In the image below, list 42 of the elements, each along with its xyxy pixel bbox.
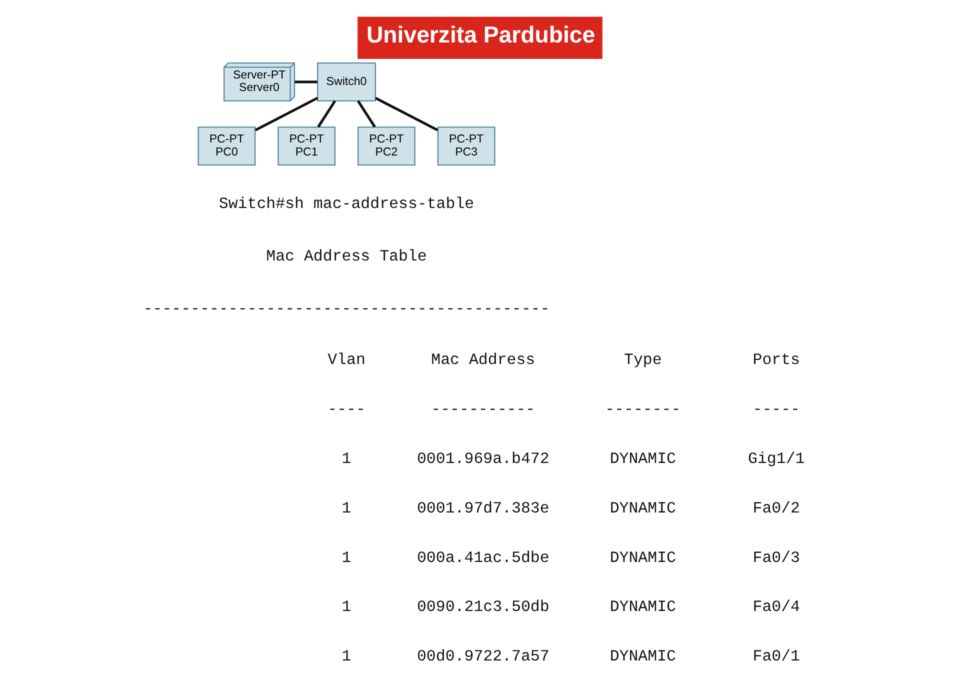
node-box: Switch0: [317, 62, 376, 102]
connector: [254, 96, 318, 132]
label: --------: [605, 400, 681, 419]
label: Type: [624, 351, 662, 370]
label: 00d0.9722.7a57: [416, 648, 550, 666]
connector: [317, 100, 336, 128]
label: Fa0/3: [752, 548, 800, 567]
label: Mac Address Table: [266, 248, 427, 266]
connector: [374, 96, 438, 132]
label: -----------: [431, 400, 536, 419]
label: 1: [342, 548, 352, 567]
connector: [356, 100, 376, 128]
node-box: PC-PT PC1: [278, 126, 336, 166]
node-box: PC-PT PC3: [437, 126, 496, 166]
label: 1: [342, 499, 352, 518]
label: Ports: [752, 351, 800, 370]
label: DYNAMIC: [610, 648, 676, 666]
label: 1: [342, 598, 352, 616]
node-box: PC-PT PC0: [198, 126, 256, 166]
diagram-title: Univerzita Pardubice: [366, 22, 596, 48]
label: 0090.21c3.50db: [416, 598, 550, 616]
label: 1: [342, 450, 352, 468]
label: -------------------------------------------: [143, 300, 550, 318]
label: DYNAMIC: [610, 598, 676, 616]
label: Fa0/4: [752, 598, 800, 616]
label: 000a.41ac.5dbe: [416, 548, 550, 567]
label: -----: [752, 400, 800, 419]
label: ----: [328, 400, 366, 419]
node-box: PC-PT PC2: [358, 126, 416, 166]
label: DYNAMIC: [610, 548, 676, 567]
label: Mac Address: [431, 351, 536, 370]
label: DYNAMIC: [610, 499, 676, 518]
label: Gig1/1: [748, 450, 805, 468]
label: DYNAMIC: [610, 450, 676, 468]
connector: [294, 80, 318, 84]
label: Fa0/1: [752, 648, 800, 666]
label: Fa0/2: [752, 499, 800, 518]
label: Switch#sh mac-address-table: [218, 195, 474, 214]
label: Vlan: [328, 351, 366, 370]
label: 1: [342, 648, 352, 666]
label: 0001.969a.b472: [416, 450, 550, 468]
label: 0001.97d7.383e: [416, 499, 550, 518]
